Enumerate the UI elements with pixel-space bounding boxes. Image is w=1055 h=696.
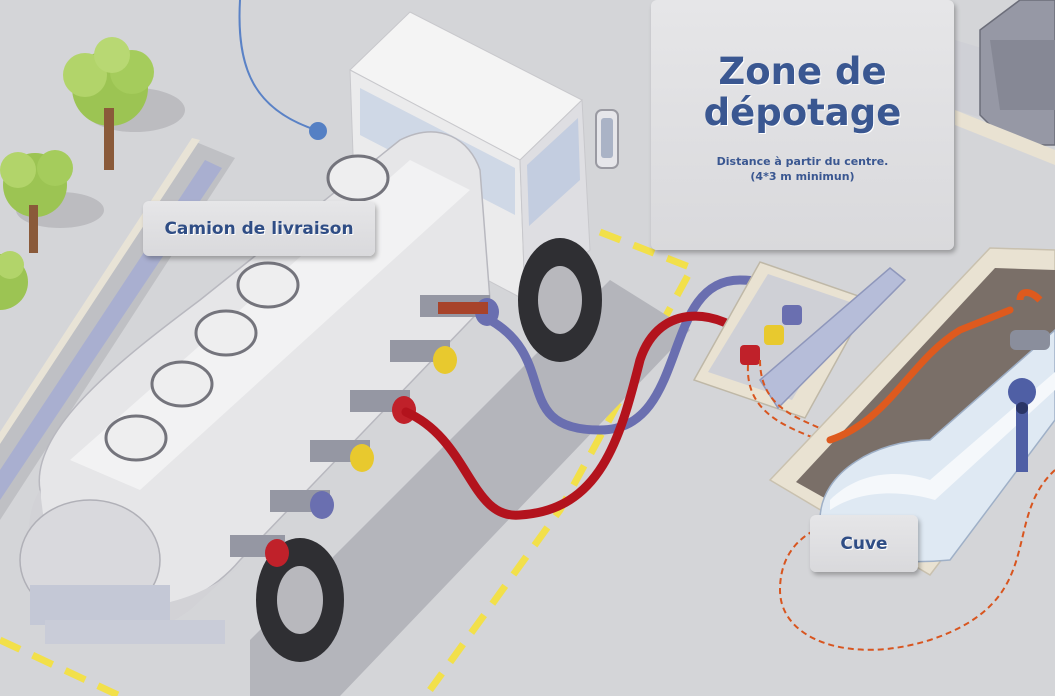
zone-title-line-2: dépotage — [703, 90, 902, 134]
tree-1 — [63, 37, 185, 170]
building-corner — [955, 0, 1055, 165]
truck-valves — [230, 295, 499, 567]
pointer-line — [238, 0, 317, 131]
tree-3 — [0, 251, 28, 310]
pointer-dot — [309, 122, 327, 140]
tank-hatches — [104, 154, 390, 462]
tank-pit — [768, 247, 1055, 576]
tree-2 — [0, 150, 104, 253]
truck-label: Camion de livraison — [143, 201, 375, 256]
truck-wheels — [256, 238, 602, 662]
zone-subtitle-line-2: (4*3 m minimun) — [750, 169, 855, 183]
loading-station — [692, 261, 907, 419]
zone-subtitle-line-1: Distance à partir du centre. — [716, 155, 889, 169]
red-hose — [401, 311, 757, 520]
tank-label: Cuve — [810, 515, 918, 572]
truck-shadow — [250, 280, 690, 696]
zone-title-line-1: Zone de — [718, 50, 887, 93]
zone-title: Zone de dépotage — [651, 50, 954, 134]
zone-info-card: Zone de dépotage Distance à partir du ce… — [651, 0, 954, 250]
zone-subtitle: Distance à partir du centre. (4*3 m mini… — [651, 155, 954, 184]
